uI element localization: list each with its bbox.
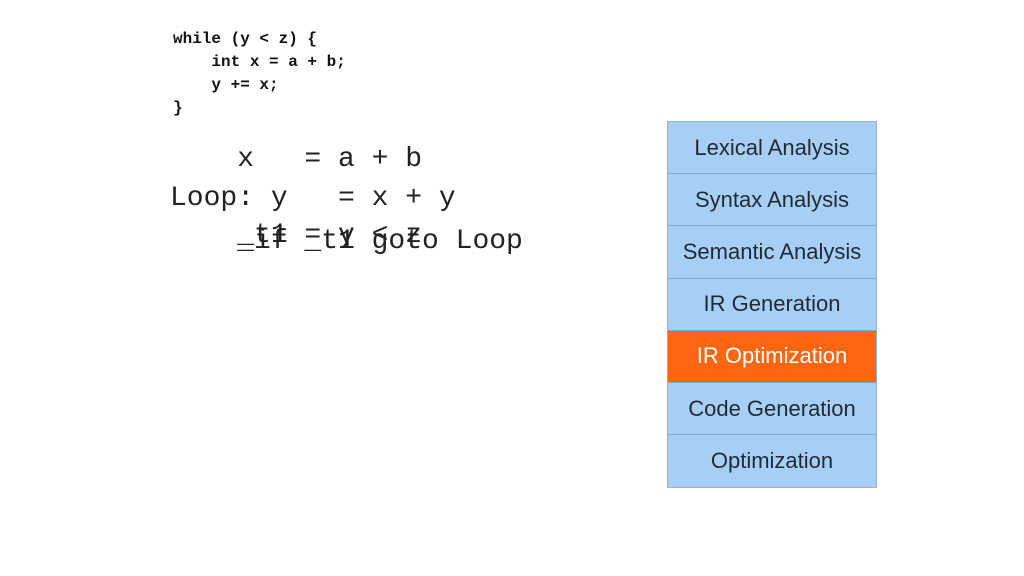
stage-optimization: Optimization: [668, 435, 876, 488]
stage-code-generation: Code Generation: [668, 382, 876, 436]
stage-semantic-analysis: Semantic Analysis: [668, 226, 876, 279]
stage-lexical-analysis: Lexical Analysis: [668, 122, 876, 175]
stage-ir-generation: IR Generation: [668, 278, 876, 331]
source-code-line: }: [173, 99, 183, 117]
source-code-line: y += x;: [173, 76, 279, 94]
stage-ir-optimization: IR Optimization: [668, 330, 876, 383]
source-code-line: while (y < z) {: [173, 30, 318, 48]
ir-code-line-assign-x: x = a + b: [170, 144, 423, 175]
stage-syntax-analysis: Syntax Analysis: [668, 174, 876, 227]
ir-code-line-loop: Loop: y = x + y: [170, 183, 456, 214]
source-code-block: while (y < z) { int x = a + b; y += x; }: [173, 28, 346, 120]
compiler-pipeline: Lexical Analysis Syntax Analysis Semanti…: [667, 121, 877, 489]
ir-code-line-compare: _t1 = y < z: [170, 220, 423, 251]
ir-code-line-branch: _if _t1 goto Loop: [170, 226, 523, 257]
source-code-line: int x = a + b;: [173, 53, 346, 71]
